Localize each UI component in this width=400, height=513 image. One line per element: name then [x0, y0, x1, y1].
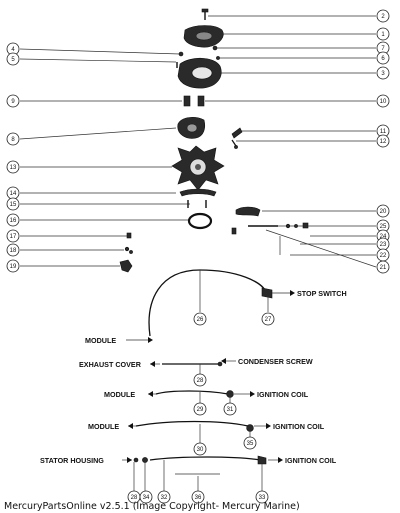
callout-9: 9 [6, 94, 20, 108]
label-condenser-screw: CONDENSER SCREW [238, 357, 313, 366]
svg-text:29: 29 [197, 407, 204, 413]
stop-switch-wire [148, 269, 267, 337]
callout-3: 3 [376, 66, 390, 80]
oring-part-16 [187, 212, 213, 230]
svg-text:28: 28 [197, 378, 204, 384]
callout-14: 14 [6, 186, 20, 200]
left-leader-lines [19, 48, 190, 267]
svg-text:25: 25 [380, 224, 387, 230]
callout-5: 5 [6, 52, 20, 66]
svg-text:15: 15 [10, 202, 17, 208]
callout-6: 6 [376, 51, 390, 65]
switch-part-20 [235, 206, 261, 217]
svg-text:23: 23 [380, 242, 387, 248]
callout-17: 17 [6, 229, 20, 243]
callout-32: 32 [157, 490, 171, 504]
svg-text:33: 33 [259, 495, 266, 501]
label-stop-switch: STOP SWITCH [297, 289, 347, 298]
callout-2: 2 [376, 9, 390, 23]
svg-text:26: 26 [197, 317, 204, 323]
callout-21: 21 [376, 260, 390, 274]
callout-16: 16 [6, 213, 20, 227]
label-module-3: MODULE [88, 422, 119, 431]
svg-text:24: 24 [380, 234, 387, 240]
svg-text:6: 6 [381, 56, 385, 62]
callouts-right: 2 1 7 6 3 10 11 12 20 25 24 23 22 21 [376, 9, 390, 274]
callout-12: 12 [376, 134, 390, 148]
svg-text:16: 16 [10, 218, 17, 224]
svg-text:3: 3 [381, 71, 385, 77]
callout-28: 28 [193, 373, 207, 387]
svg-text:31: 31 [227, 407, 234, 413]
label-module-2: MODULE [104, 390, 135, 399]
svg-text:1: 1 [381, 32, 385, 38]
stator-part-13 [171, 145, 225, 191]
wire-labels: STOP SWITCH MODULE EXHAUST COVER CONDENS… [40, 289, 347, 465]
svg-text:36: 36 [195, 495, 202, 501]
label-ignition-coil-3: IGNITION COIL [285, 456, 337, 465]
label-ignition-coil-2: IGNITION COIL [273, 422, 325, 431]
callout-36: 36 [191, 490, 205, 504]
callout-1: 1 [376, 27, 390, 41]
clamp-part-19 [119, 259, 133, 273]
svg-text:19: 19 [10, 264, 17, 270]
callout-22: 22 [376, 248, 390, 262]
callout-15: 15 [6, 197, 20, 211]
callout-33: 33 [255, 490, 269, 504]
svg-text:7: 7 [381, 46, 385, 52]
svg-text:20: 20 [380, 209, 387, 215]
svg-text:18: 18 [10, 248, 17, 254]
callouts-wiring: 26 27 28 29 31 30 35 28 34 32 36 33 [127, 312, 275, 504]
callout-30: 30 [193, 442, 207, 456]
svg-text:11: 11 [380, 129, 387, 135]
callout-18: 18 [6, 243, 20, 257]
svg-text:28: 28 [131, 495, 138, 501]
svg-text:5: 5 [11, 57, 15, 63]
label-arrows [122, 290, 295, 463]
callout-10: 10 [376, 94, 390, 108]
callout-29: 29 [193, 402, 207, 416]
callout-27: 27 [261, 312, 275, 326]
svg-text:8: 8 [11, 137, 15, 143]
svg-text:13: 13 [10, 165, 17, 171]
svg-text:10: 10 [380, 99, 387, 105]
callout-8: 8 [6, 132, 20, 146]
screw-part-2 [201, 8, 209, 20]
svg-text:14: 14 [10, 191, 17, 197]
callout-20: 20 [376, 204, 390, 218]
wiring [133, 269, 273, 491]
svg-text:2: 2 [381, 14, 385, 20]
copyright-footer: MercuryPartsOnline v2.5.1 (Image Copyrig… [4, 501, 300, 512]
callouts-left: 4 5 9 8 13 14 15 16 17 18 19 [6, 42, 20, 273]
svg-text:30: 30 [197, 447, 204, 453]
stator-assembly-parts [119, 8, 309, 273]
callout-34: 34 [139, 490, 153, 504]
svg-text:17: 17 [10, 234, 17, 240]
label-ignition-coil-1: IGNITION COIL [257, 390, 309, 399]
svg-text:9: 9 [11, 99, 15, 105]
svg-text:35: 35 [247, 441, 254, 447]
svg-text:4: 4 [11, 47, 15, 53]
callout-19: 19 [6, 259, 20, 273]
svg-text:32: 32 [161, 495, 168, 501]
callout-35: 35 [243, 436, 257, 450]
label-stator-housing: STATOR HOUSING [40, 456, 104, 465]
right-leader-lines [205, 15, 377, 268]
callout-31: 31 [223, 402, 237, 416]
callout-23: 23 [376, 237, 390, 251]
callout-13: 13 [6, 160, 20, 174]
label-exhaust-cover: EXHAUST COVER [79, 360, 142, 369]
svg-text:22: 22 [380, 253, 387, 259]
callout-26: 26 [193, 312, 207, 326]
svg-text:27: 27 [265, 317, 272, 323]
label-module-1: MODULE [85, 336, 116, 345]
svg-text:34: 34 [143, 495, 150, 501]
svg-text:12: 12 [380, 139, 387, 145]
svg-text:21: 21 [380, 265, 387, 271]
